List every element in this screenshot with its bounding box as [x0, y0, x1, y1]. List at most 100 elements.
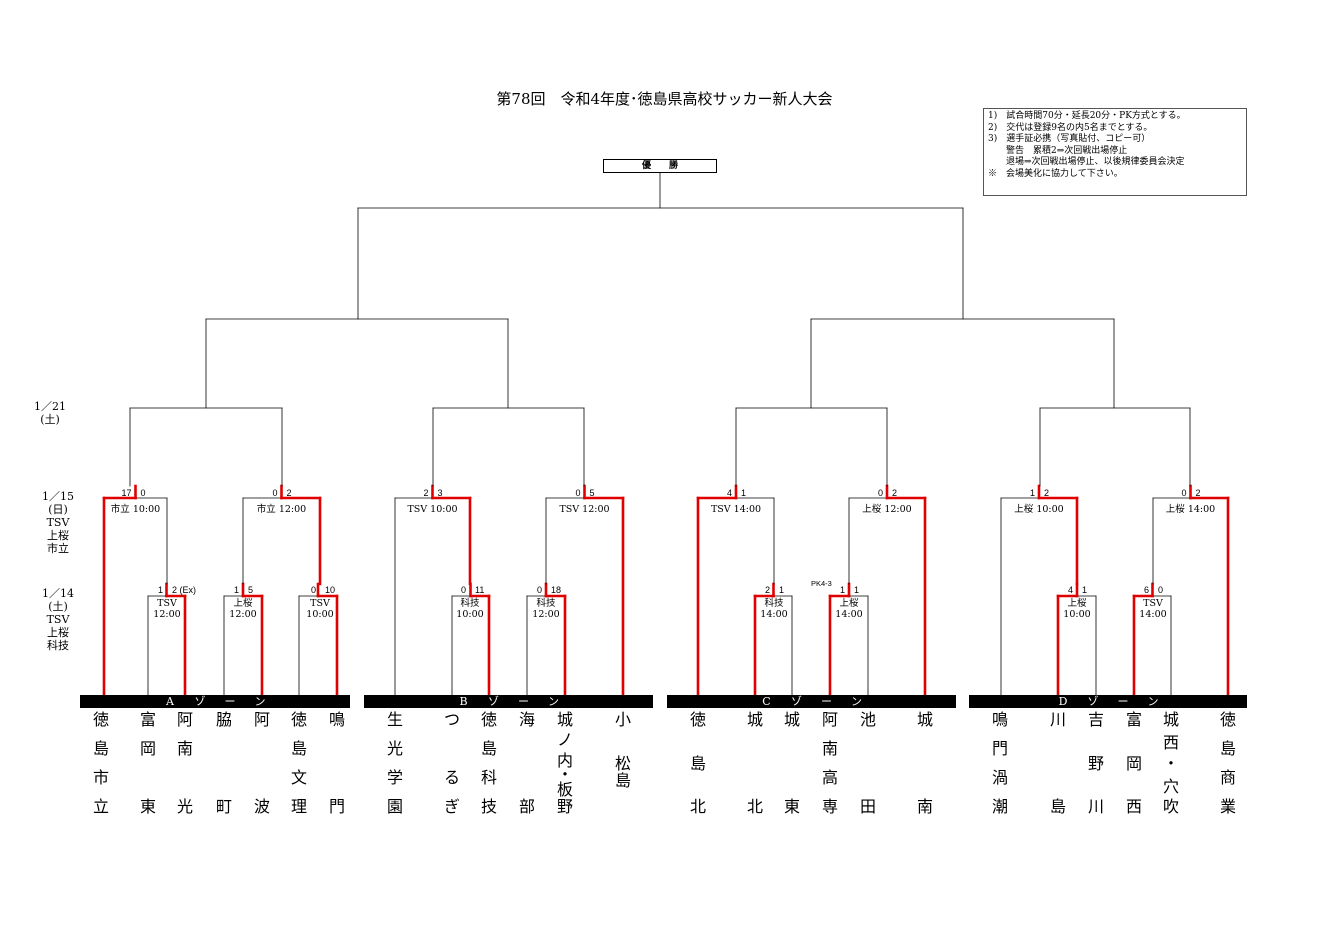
match-venue: TSV 10:00: [403, 504, 463, 515]
venue-line: 12:00: [229, 609, 257, 620]
team-name: 徳島科技: [474, 705, 504, 825]
team-name-char: 穴: [1162, 776, 1179, 796]
team-name-char: 東: [783, 797, 800, 816]
venue-line: 上桜: [1067, 598, 1087, 609]
zone-label-char: ン: [851, 695, 862, 708]
team-name-char: 城: [746, 710, 763, 729]
team-name-char: 阿: [176, 710, 193, 729]
zone-label-char: ゾ: [791, 695, 802, 708]
team-name-char: 川: [1087, 797, 1104, 816]
team-name: 城東: [777, 705, 807, 825]
score-right: 1: [1082, 585, 1088, 595]
team-name-char: 門: [328, 797, 345, 816]
score-left: 6: [1143, 585, 1149, 595]
team-name: つるぎ: [437, 705, 467, 825]
team-name-char: 田: [859, 797, 876, 816]
team-name-char: ・: [1162, 753, 1179, 773]
venue-line: 科技: [460, 598, 480, 609]
score-left: 4: [726, 488, 732, 498]
score-right: 2: [1195, 488, 1201, 498]
team-name-char: 松: [614, 753, 631, 773]
venue-line: TSV 14:00: [710, 504, 762, 515]
score-right: 2: [892, 488, 898, 498]
venue-line: 14:00: [835, 609, 863, 620]
score-right: 2: [286, 488, 292, 498]
match-venue: 上桜 12:00: [857, 504, 917, 515]
team-name: 阿波: [247, 705, 277, 825]
page-title: 第78回 令和4年度･徳島県高校サッカー新人大会: [496, 90, 833, 108]
team-name-char: 吉: [1087, 710, 1104, 729]
team-name-char: 脇: [215, 710, 232, 729]
venue-line: 12:00: [532, 609, 560, 620]
team-name-char: 専: [821, 797, 838, 816]
venue-line: TSV 12:00: [559, 504, 610, 515]
venue-line: 上桜 10:00: [1014, 504, 1064, 515]
team-name: 池田: [853, 705, 883, 825]
team-name-char: 徳: [1219, 710, 1236, 729]
team-name-char: 渦: [991, 768, 1008, 787]
zone-label-char: ー: [224, 695, 236, 708]
team-name-char: 岡: [139, 739, 156, 758]
champion-box: 優 勝: [603, 159, 717, 173]
score-right: 5: [248, 585, 254, 595]
score-right: 0: [140, 488, 146, 498]
zone-label-char: ン: [1147, 695, 1159, 708]
team-name-char: 徳: [689, 710, 706, 729]
date-jan21: 1／21 (土): [34, 400, 66, 426]
score-left: 1: [157, 585, 163, 595]
zone-label-char: ー: [821, 695, 832, 708]
team-name-char: ぎ: [443, 797, 460, 816]
rule-line: ※ 会場美化に協力して下さい。: [988, 168, 1123, 179]
team-name-char: 野: [556, 797, 573, 816]
score-right: 2: [1044, 488, 1050, 498]
team-name-char: 島: [290, 739, 307, 758]
team-name: 阿南高専: [815, 705, 845, 825]
team-name-char: 吹: [1162, 797, 1179, 816]
venue-line: TSV 10:00: [407, 504, 458, 515]
team-name-char: 高: [821, 768, 838, 787]
score-left: 4: [1067, 585, 1073, 595]
team-name-char: 島: [480, 739, 497, 758]
team-name-char: 商: [1219, 768, 1236, 787]
team-name-char: 光: [176, 797, 193, 816]
score-left: 0: [877, 488, 883, 498]
team-name-char: 北: [689, 797, 706, 816]
venue-line: TSV: [157, 598, 177, 609]
venue-line: 市立 10:00: [110, 504, 161, 515]
team-name-char: 生: [386, 710, 403, 729]
zone-label-char: ー: [1117, 695, 1129, 708]
score-right: 2 (Ex): [172, 585, 197, 595]
team-name: 富岡東: [133, 705, 163, 825]
rule-line: 2) 交代は登録9名の内5名までとする。: [988, 122, 1153, 133]
team-name-char: 南: [916, 797, 933, 816]
venue-line: 14:00: [760, 609, 788, 620]
venue-line: 10:00: [456, 609, 484, 620]
team-name-char: 立: [92, 797, 109, 816]
rule-line: 警告 累積2⇒次回戦出場停止: [988, 145, 1128, 156]
team-name-char: 鳴: [328, 710, 345, 729]
team-name: 富岡西: [1119, 705, 1149, 825]
team-name-char: 波: [253, 797, 270, 816]
venue-line: 12:00: [153, 609, 181, 620]
venue-line: 上桜: [839, 598, 859, 609]
team-name-char: 富: [1125, 710, 1142, 729]
score-left: 0: [536, 585, 542, 595]
venue-line: TSV: [1143, 598, 1163, 609]
team-name: 鳴門渦潮: [985, 705, 1015, 825]
venue-line: 14:00: [1139, 609, 1167, 620]
team-name: 阿南光: [170, 705, 200, 825]
team-name: 徳島文理: [284, 705, 314, 825]
team-name-char: 小: [614, 710, 631, 729]
score-left: 1: [233, 585, 239, 595]
team-name-char: 西: [1162, 733, 1179, 753]
score-left: 17: [121, 488, 132, 498]
score-left: 0: [575, 488, 581, 498]
team-name-char: 阿: [821, 710, 838, 729]
team-name-char: 城: [1162, 710, 1179, 729]
